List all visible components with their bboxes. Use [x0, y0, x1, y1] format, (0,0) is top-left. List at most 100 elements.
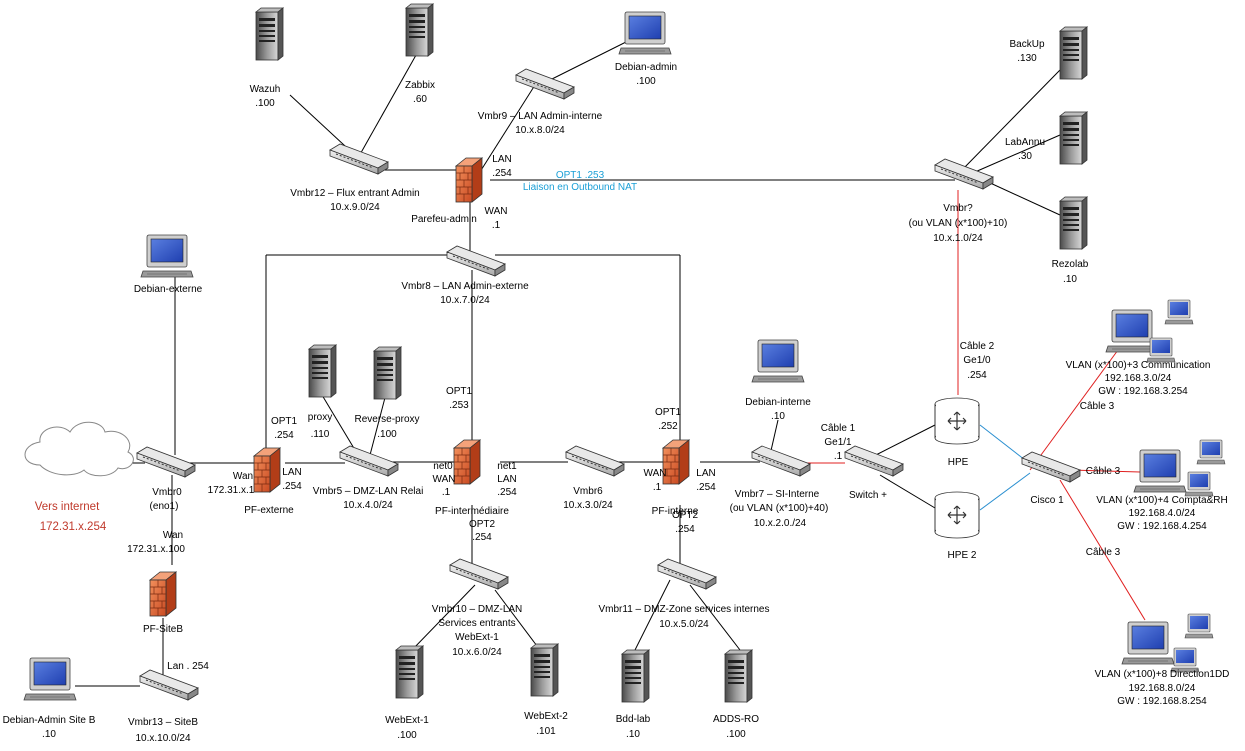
- links: [75, 39, 1146, 687]
- debian-admin-ip: .100: [636, 76, 656, 87]
- parefeu-admin-label: Parefeu-admin: [411, 214, 477, 225]
- vers-internet-label: Vers internet: [35, 501, 100, 513]
- vlan8-net: 192.168.8.0/24: [1129, 683, 1196, 694]
- reverse-proxy-label: Reverse-proxy: [354, 414, 419, 425]
- vmbr13-label: Vmbr13 – SiteB: [128, 717, 198, 728]
- pfint-lan-label: LAN: [696, 468, 715, 479]
- switch-plus-icon: [844, 445, 904, 477]
- internet-cloud-icon: [24, 421, 134, 477]
- pfe-opt1-ip: .254: [274, 430, 294, 441]
- vmbr0-label: Vmbr0: [152, 487, 182, 498]
- net1-label: net1: [497, 461, 517, 472]
- debian-externe-computer-icon: [140, 234, 194, 278]
- vmbr13-net: 10.x.10.0/24: [135, 733, 190, 744]
- vmbr6-switch-icon: [565, 445, 625, 477]
- reverse-proxy-ip: .100: [377, 429, 397, 440]
- cable2-label: Câble 2: [960, 341, 995, 352]
- cable3b-label: Câble 3: [1086, 466, 1121, 477]
- pfi-lan-label: LAN: [497, 474, 516, 485]
- wazuh-label: Wazuh: [250, 84, 281, 95]
- vlan8-label: VLAN (x*100)+8 Direction1DD: [1095, 669, 1230, 680]
- adds-ro-ip: .100: [726, 729, 746, 740]
- vlan3-net: 192.168.3.0/24: [1105, 373, 1172, 384]
- debian-interne-computer-icon: [751, 339, 805, 383]
- pfint-wan-label: WAN: [644, 468, 667, 479]
- pfint-opt2-label: OPT2: [672, 510, 699, 521]
- vmbr-q-switch-icon: [934, 158, 994, 190]
- hpe-router-icon: [934, 397, 980, 445]
- bdd-lab-server-icon: [621, 649, 650, 703]
- vmbr9-switch-icon: [515, 68, 575, 100]
- debian-interne-ip: .10: [771, 411, 785, 422]
- pfe-lan-label: LAN: [282, 467, 301, 478]
- pf-siteb-label: PF-SiteB: [143, 624, 183, 635]
- adds-ro-server-icon: [724, 649, 753, 703]
- vmbr6-net: 10.x.3.0/24: [563, 500, 613, 511]
- ge11-label: Ge1/1: [824, 437, 852, 448]
- ge10-label: Ge1/0: [963, 355, 991, 366]
- vlan3-gw: GW : 192.168.3.254: [1098, 386, 1188, 397]
- vlan3-computer-small-icon: [1164, 299, 1194, 325]
- cisco1-switch-icon: [1021, 451, 1081, 483]
- pf-externe-label: PF-externe: [244, 505, 294, 516]
- webext1-server-icon: [395, 645, 424, 699]
- adds-ro-label: ADDS-RO: [713, 714, 759, 725]
- webext2-server-icon: [530, 643, 559, 697]
- vmbr8-switch-icon: [446, 245, 506, 277]
- switch-plus-label: Switch +: [849, 490, 887, 501]
- labannu-ip: .30: [1018, 151, 1032, 162]
- vmbr5-switch-icon: [339, 445, 399, 477]
- pfint-opt1-ip: .252: [658, 421, 678, 432]
- pf-intermediaire-label: PF-intermédiaire: [435, 506, 509, 517]
- vmbr12-label: Vmbr12 – Flux entrant Admin: [290, 188, 420, 199]
- vmbr7-vlan: (ou VLAN (x*100)+40): [730, 503, 829, 514]
- vmbr11-net: 10.x.5.0/24: [659, 619, 709, 630]
- opt1-link-label: OPT1 .253: [556, 170, 605, 181]
- outbound-nat-label: Liaison en Outbound NAT: [523, 182, 637, 193]
- vmbr12-net: 10.x.9.0/24: [330, 202, 380, 213]
- pfint-opt1-label: OPT1: [655, 407, 682, 418]
- pfi-lan-ip: .254: [497, 487, 517, 498]
- pfi-wan-label: WAN: [433, 474, 456, 485]
- backup-ip: .130: [1017, 53, 1037, 64]
- vmbr8-label: Vmbr8 – LAN Admin-externe: [401, 281, 529, 292]
- vlan4-computer-small2-icon: [1184, 471, 1214, 497]
- vlan8-computer-icon: [1121, 621, 1175, 665]
- pfi-opt2-ip: .254: [472, 532, 492, 543]
- net0-label: net0: [433, 461, 453, 472]
- vmbr5-net: 10.x.4.0/24: [343, 500, 393, 511]
- vlan4-net: 192.168.4.0/24: [1129, 508, 1196, 519]
- vmbr-q-label: Vmbr?: [943, 203, 973, 214]
- pf-interne-firewall-icon: [662, 439, 690, 485]
- pfe-wan-ip: 172.31.x.1: [208, 485, 255, 496]
- vlan3-label: VLAN (x*100)+3 Communication: [1066, 360, 1211, 371]
- vmbr7-switch-icon: [751, 445, 811, 477]
- ge10-ip: .254: [967, 370, 987, 381]
- parefeu-admin-wan-ip: .1: [492, 220, 501, 231]
- siteb-wan-label: Wan: [163, 530, 183, 541]
- proxy-server-icon: [308, 344, 337, 398]
- bdd-lab-ip: .10: [626, 729, 640, 740]
- pfint-lan-ip: .254: [696, 482, 716, 493]
- labannu-server-icon: [1059, 111, 1088, 165]
- vlan4-gw: GW : 192.168.4.254: [1117, 521, 1207, 532]
- pf-externe-firewall-icon: [253, 447, 281, 493]
- hpe2-label: HPE 2: [948, 550, 977, 561]
- pfint-opt2-ip: .254: [675, 524, 695, 535]
- vmbr0-switch-icon: [136, 446, 196, 478]
- debian-interne-label: Debian-interne: [745, 397, 811, 408]
- siteb-lan-label: Lan . 254: [167, 661, 209, 672]
- parefeu-admin-firewall-icon: [455, 157, 483, 203]
- labannu-label: LabAnnu: [1005, 137, 1045, 148]
- cable3c-label: Câble 3: [1086, 547, 1121, 558]
- proxy-label: proxy: [308, 412, 332, 423]
- backup-label: BackUp: [1009, 39, 1044, 50]
- vmbr13-switch-icon: [139, 669, 199, 701]
- vmbr10-net: 10.x.6.0/24: [452, 647, 502, 658]
- zabbix-label: Zabbix: [405, 80, 435, 91]
- debian-externe-label: Debian-externe: [134, 284, 203, 295]
- wazuh-ip: .100: [255, 98, 275, 109]
- reverse-proxy-server-icon: [373, 346, 402, 400]
- vmbr10-host: WebExt-1: [455, 632, 499, 643]
- parefeu-admin-lan-ip: .254: [492, 168, 512, 179]
